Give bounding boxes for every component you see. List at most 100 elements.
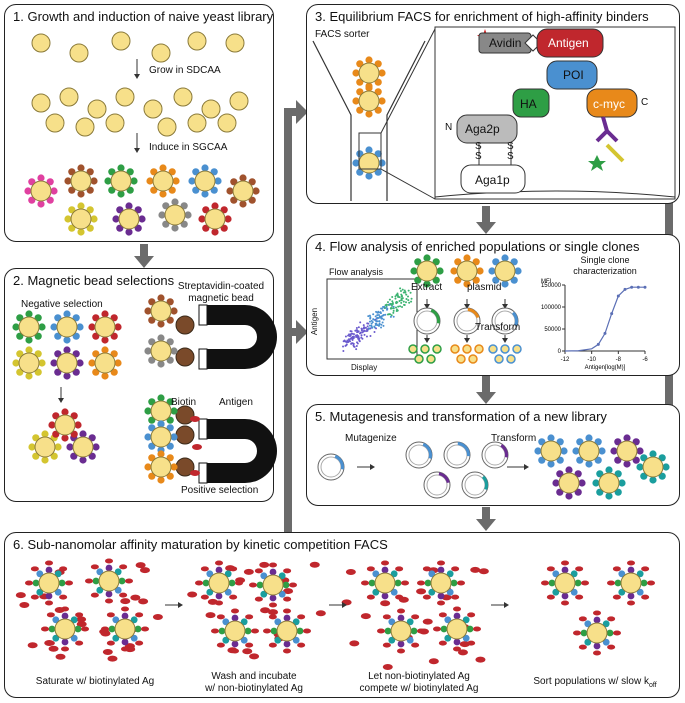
flow-event [398, 296, 401, 299]
negative-selection-label: Negative selection [21, 299, 103, 310]
c-terminus-label: C [641, 97, 649, 108]
displaying-cell [636, 450, 670, 484]
flow-event [386, 301, 389, 304]
aga1p-label: Aga1p [475, 173, 510, 187]
yeast-cell [110, 170, 132, 192]
flow-event [360, 334, 363, 337]
flow-event [385, 303, 388, 306]
displayed-protein-dot [463, 254, 471, 262]
panel6-illustration [15, 558, 655, 670]
free-antigen [470, 566, 481, 573]
displayed-protein-dot [514, 267, 522, 275]
panel2-title: 2. Magnetic bead selections [13, 273, 175, 288]
yeast-cell [94, 316, 116, 338]
displayed-protein-dot [397, 640, 405, 648]
displayed-protein-dot [50, 187, 58, 195]
yeast-cell [18, 316, 40, 338]
panel3-illustration [312, 26, 676, 201]
bound-antigen [231, 608, 239, 614]
plasmid-insert [467, 308, 480, 319]
free-antigen [15, 592, 26, 599]
displayed-protein-dot [130, 177, 138, 185]
flow-event [403, 289, 406, 292]
plasmid-insert [334, 454, 344, 470]
free-antigen [138, 598, 149, 605]
plasmid-label: plasmid [467, 282, 502, 293]
aga2p-box [456, 114, 518, 144]
labeled-cell [41, 606, 89, 652]
bound-antigen [231, 648, 239, 654]
flow-event [404, 291, 407, 294]
single-clone-label: Single clone characterization [573, 255, 637, 276]
displayed-protein-dot [32, 579, 40, 587]
bound-antigen [395, 594, 404, 600]
flow-event [401, 305, 404, 308]
displayed-protein-dot [37, 200, 45, 208]
displayed-protein-dot [201, 164, 209, 172]
zoom-panel [434, 26, 676, 200]
antigen-box [536, 28, 604, 58]
yeast-cell [224, 620, 246, 642]
flow-plot-frame [326, 278, 418, 360]
bound-antigen [546, 566, 555, 572]
displaying-cell [226, 174, 260, 208]
flow-event [391, 302, 394, 305]
flow-event [401, 294, 404, 297]
displayed-protein-dot [488, 267, 496, 275]
displayed-protein-dot [378, 159, 386, 167]
bound-antigen [269, 562, 277, 568]
displayed-protein-dot [134, 625, 142, 633]
free-antigen [243, 568, 254, 575]
displayed-protein-dot [198, 215, 206, 223]
bound-antigen [607, 616, 616, 622]
bound-antigen [263, 628, 271, 634]
panel-equilibrium-facs: 3. Equilibrium FACS for enrichment of hi… [306, 4, 680, 204]
bound-antigen [245, 614, 254, 620]
flow-event [350, 330, 353, 333]
flow-event [410, 300, 413, 303]
arrow-head [502, 304, 508, 309]
displayed-protein-dot [144, 347, 152, 355]
flow-event [355, 326, 358, 329]
data-point [636, 285, 640, 289]
bound-antigen [411, 642, 420, 648]
yeast-cell [578, 440, 600, 462]
flow-event [388, 298, 391, 301]
displayed-protein-dot [125, 228, 133, 236]
yeast-cell [59, 87, 79, 107]
mini-cell [450, 344, 460, 354]
arrow-head [524, 464, 529, 470]
displayed-protein-dot [76, 359, 84, 367]
displayed-protein-dot [222, 636, 230, 644]
displayed-protein-dot [157, 320, 165, 328]
flow-analysis-label: Flow analysis [329, 267, 384, 277]
displayed-protein-dot [36, 588, 44, 596]
yeast-cell [31, 33, 51, 53]
displayed-protein-dot [584, 638, 592, 646]
displayed-protein-dot [388, 618, 396, 626]
mini-cell [500, 344, 510, 354]
displayed-protein-dot [244, 627, 252, 635]
bound-antigen [593, 650, 601, 656]
bound-antigen [59, 594, 68, 600]
displayed-protein-dot [466, 625, 474, 633]
displayed-protein-dot [74, 625, 82, 633]
displayed-protein-dot [25, 372, 33, 380]
bound-antigen [467, 640, 476, 646]
flow-event [374, 315, 377, 318]
free-antigen [102, 649, 113, 656]
yeast-cell [45, 113, 65, 133]
displayed-protein-dot [63, 372, 71, 380]
bound-antigen [473, 626, 481, 632]
bound-antigen [254, 568, 263, 574]
displayed-protein-dot [101, 336, 109, 344]
mini-cell [494, 354, 504, 364]
displayed-protein-dot [77, 202, 85, 210]
displayed-protein-dot [561, 592, 569, 600]
yeast-cell [598, 472, 620, 494]
flow-event [367, 315, 370, 318]
flow-event [353, 345, 356, 348]
displaying-cell [50, 310, 84, 344]
bound-antigen [200, 566, 209, 572]
mini-cell [506, 354, 516, 364]
